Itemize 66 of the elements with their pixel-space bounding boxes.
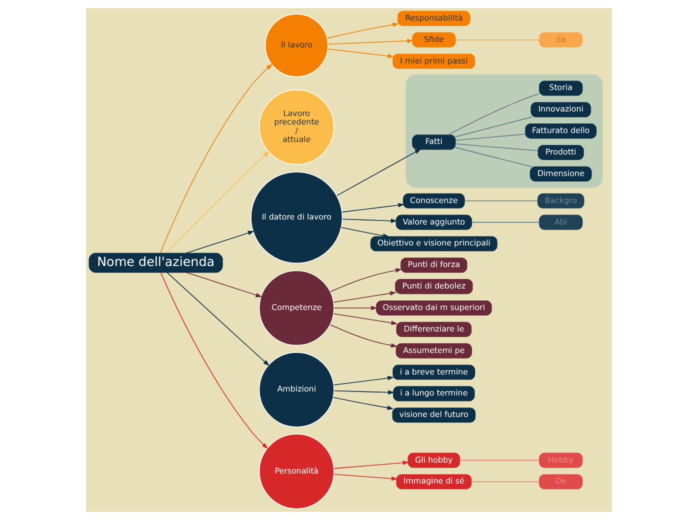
connector [470,222,540,223]
cluster [405,74,602,188]
node-circle: Lavoro precedente / attuale [258,89,334,165]
node-circle: Personalità [258,434,334,510]
node-box: Punti di debolez [394,279,472,294]
arrow [165,150,270,254]
connector [454,147,532,168]
node-box: Hobby [538,452,582,468]
connector [454,39,540,40]
node-circle: Il datore di lavoro [250,172,342,264]
connector [454,116,532,138]
connector [470,481,540,482]
node-circle: Ambizioni [258,352,334,428]
node-box: visione del futuro [392,408,476,423]
arrow [332,313,398,326]
arrow [159,64,272,254]
node-box: Immagine di sé [396,474,472,490]
node-box: i a breve termine [392,364,475,380]
arrow [340,226,389,238]
connector [458,460,540,461]
arrow [332,376,394,386]
node-box: i a lungo termine [392,386,474,402]
connector [464,200,538,202]
node-box: Differenziare le [396,322,472,337]
arrow [333,306,377,310]
node-box: Conoscenze [402,193,464,208]
node-circle: Competenze [258,270,334,346]
arrow [330,268,402,292]
arrow [327,38,414,45]
node-box: Osservato dai m superiori [375,300,492,316]
node-box: Dimensione [529,166,592,182]
arrow [342,218,397,224]
node-box: Sfide [412,32,456,48]
node-box: De [538,474,582,490]
arrow [333,390,394,395]
arrow [333,460,409,469]
arrow [336,148,421,196]
arrow [166,272,269,366]
node-box: Prodotti [537,144,584,160]
node-box: Responsabilità [396,10,470,26]
arrow [160,272,268,449]
node-box: Fatturato dello [524,124,596,139]
node-box: Valore aggiunto [395,214,472,230]
arrow [341,202,404,212]
node-box: Nome dell'azienda [88,252,222,273]
arrow [332,291,396,303]
node-box: Gli hobby [407,452,460,468]
arrow [326,48,394,58]
arrow [333,474,398,481]
connector [454,144,538,152]
arrow [185,230,254,254]
connector [454,134,526,141]
node-box: Punti di forza [400,258,467,273]
node-box: Obiettivo e visione principali [370,236,497,252]
node-box: Assumetemi pe [395,343,472,358]
arrow [326,22,398,39]
arrow [332,396,394,410]
node-box: Backgro [536,193,584,208]
arrow [185,272,262,298]
connector [447,94,539,136]
node-box: Fatti [412,134,456,150]
node-box: I miei primi passi [392,54,475,69]
arrow [329,324,397,348]
node-box: Storia [538,80,582,96]
node-box: Innovazioni [530,102,590,118]
node-box: Abi [538,214,582,230]
